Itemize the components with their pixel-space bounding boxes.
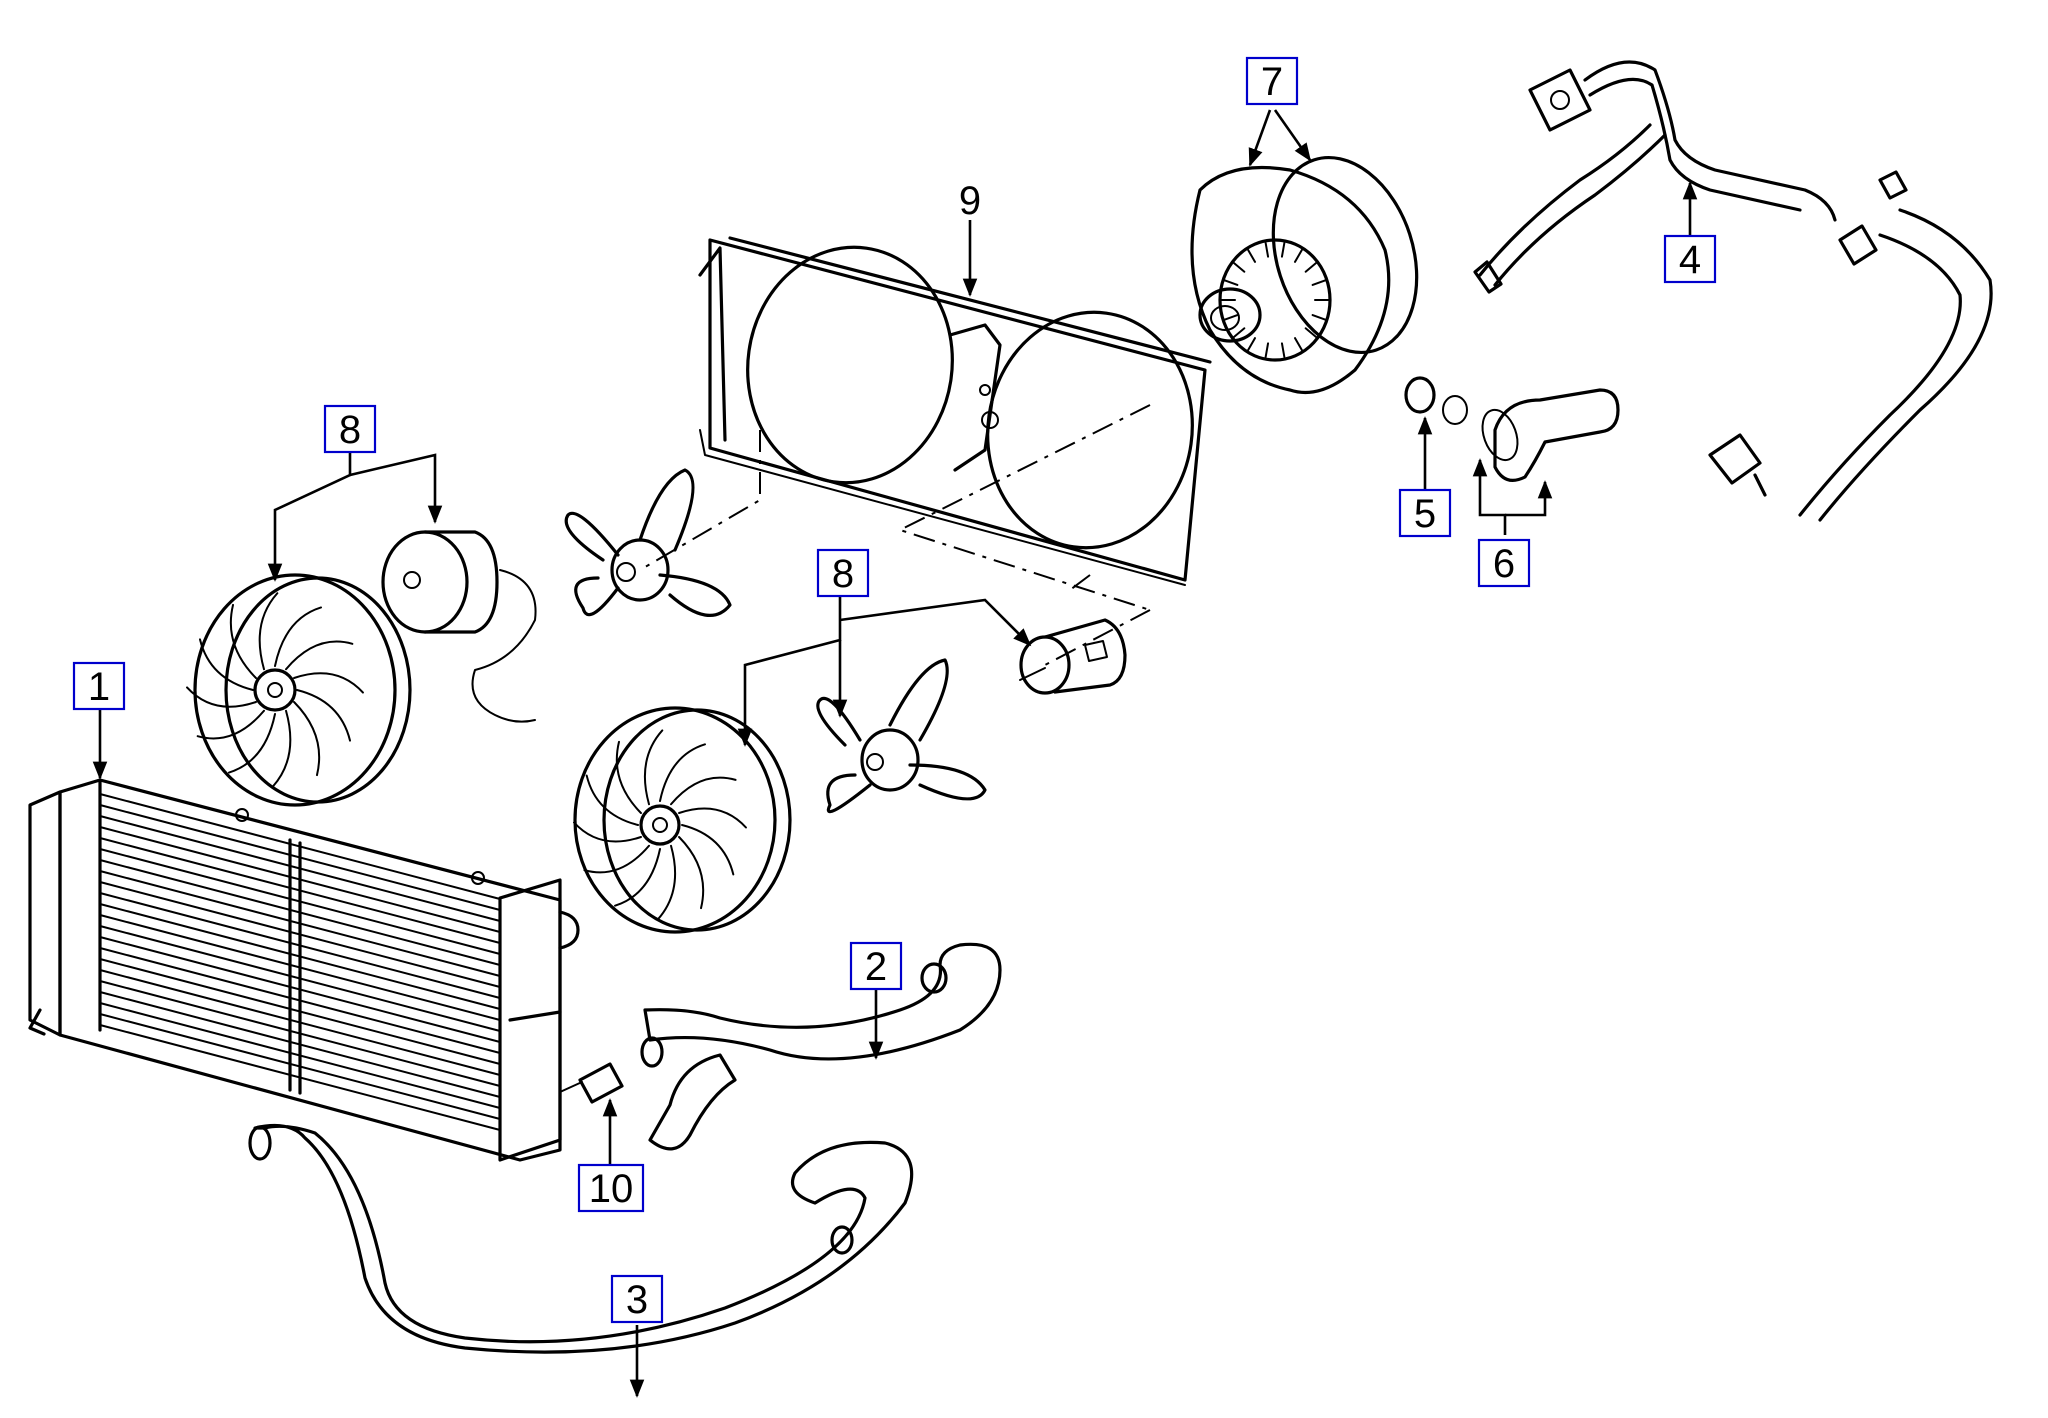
callout-4: 4 [1663,234,1717,284]
callout-8-left-text: 8 [339,408,361,452]
callout-3: 3 [610,1274,664,1324]
callout-8-left: 8 [323,404,377,454]
callout-10: 10 [577,1163,645,1213]
callout-5-text: 5 [1414,492,1436,536]
fan-4blade-lower [816,658,987,814]
assembly-centerlines [639,404,1151,666]
callout-7-text: 7 [1261,60,1283,104]
callout-4-text: 4 [1679,238,1701,282]
callout-10-text: 10 [589,1167,634,1211]
callout-6-text: 6 [1493,542,1515,586]
callout-8-right-text: 8 [832,552,854,596]
callout-1-text: 1 [88,665,110,709]
lower-radiator-hose [248,1124,914,1354]
radiator [28,778,580,1162]
callout-9-text: 9 [959,179,981,223]
fan-blade-center [573,706,792,934]
callout-7: 7 [1245,56,1299,106]
fan-4blade-upper [564,468,732,617]
callout-9: 9 [959,179,981,223]
callout-8-right: 8 [816,548,870,598]
gasket [1404,376,1468,425]
fan-shroud [698,236,1212,586]
leader-lines [92,109,1698,1398]
callout-1: 1 [72,661,126,711]
callout-2: 2 [849,941,903,991]
fan-motor-left [381,530,537,723]
callout-3-text: 3 [626,1278,648,1322]
water-pump [1190,156,1419,395]
coolant-pipe [1473,60,1993,522]
callout-2-text: 2 [865,945,887,989]
thermostat-housing [1481,388,1620,482]
callout-6: 6 [1477,538,1531,588]
temperature-sensor [559,1062,624,1104]
upper-radiator-hose [640,942,1002,1151]
callout-5: 5 [1398,488,1452,538]
fan-motor-right [1019,618,1127,695]
fan-blade-left [186,573,412,807]
